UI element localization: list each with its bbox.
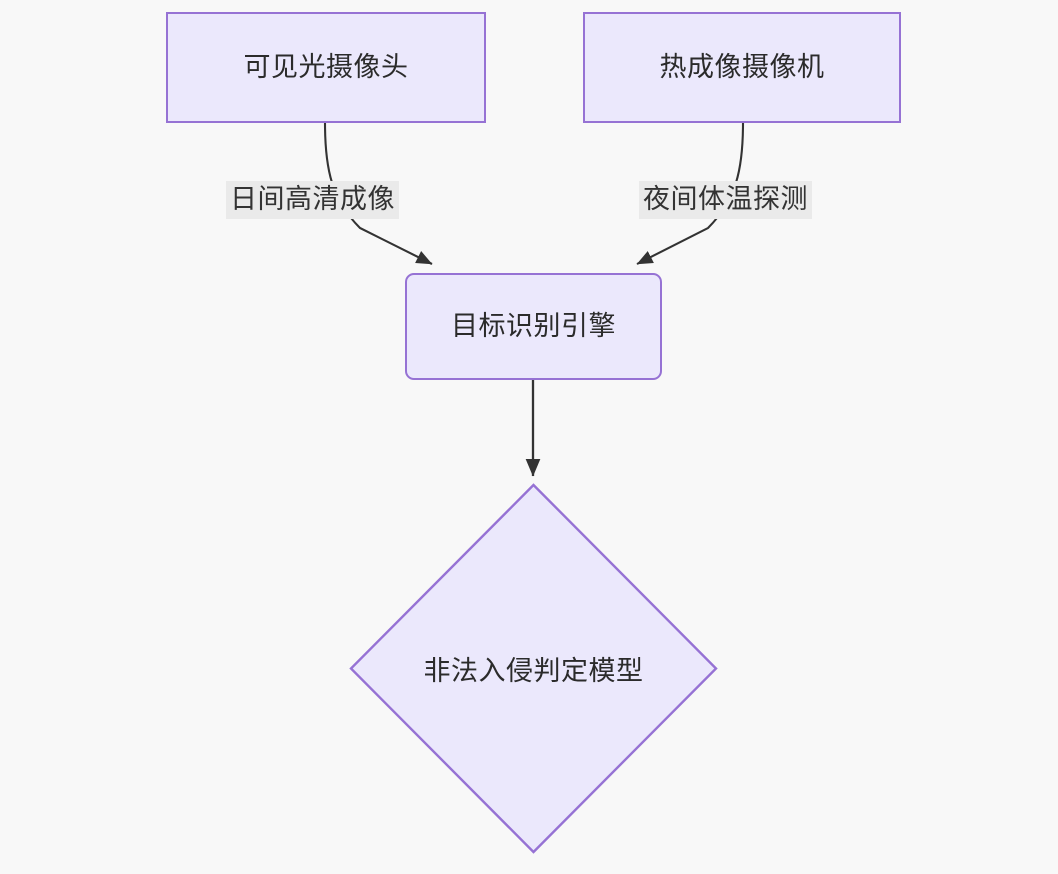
node-recognition-engine-label: 目标识别引擎 <box>451 311 616 342</box>
edge-label-night: 夜间体温探测 <box>639 181 812 219</box>
node-intrusion-model[interactable]: 非法入侵判定模型 <box>349 483 718 854</box>
node-visible-camera-label: 可见光摄像头 <box>243 52 409 83</box>
node-intrusion-model-label: 非法入侵判定模型 <box>423 656 644 686</box>
node-recognition-engine[interactable]: 目标识别引擎 <box>405 273 662 380</box>
node-thermal-camera-label: 热成像摄像机 <box>659 52 825 83</box>
node-thermal-camera[interactable]: 热成像摄像机 <box>583 12 901 123</box>
node-visible-camera[interactable]: 可见光摄像头 <box>166 12 486 123</box>
diamond-shape <box>349 483 718 854</box>
edge-label-day: 日间高清成像 <box>226 181 399 219</box>
